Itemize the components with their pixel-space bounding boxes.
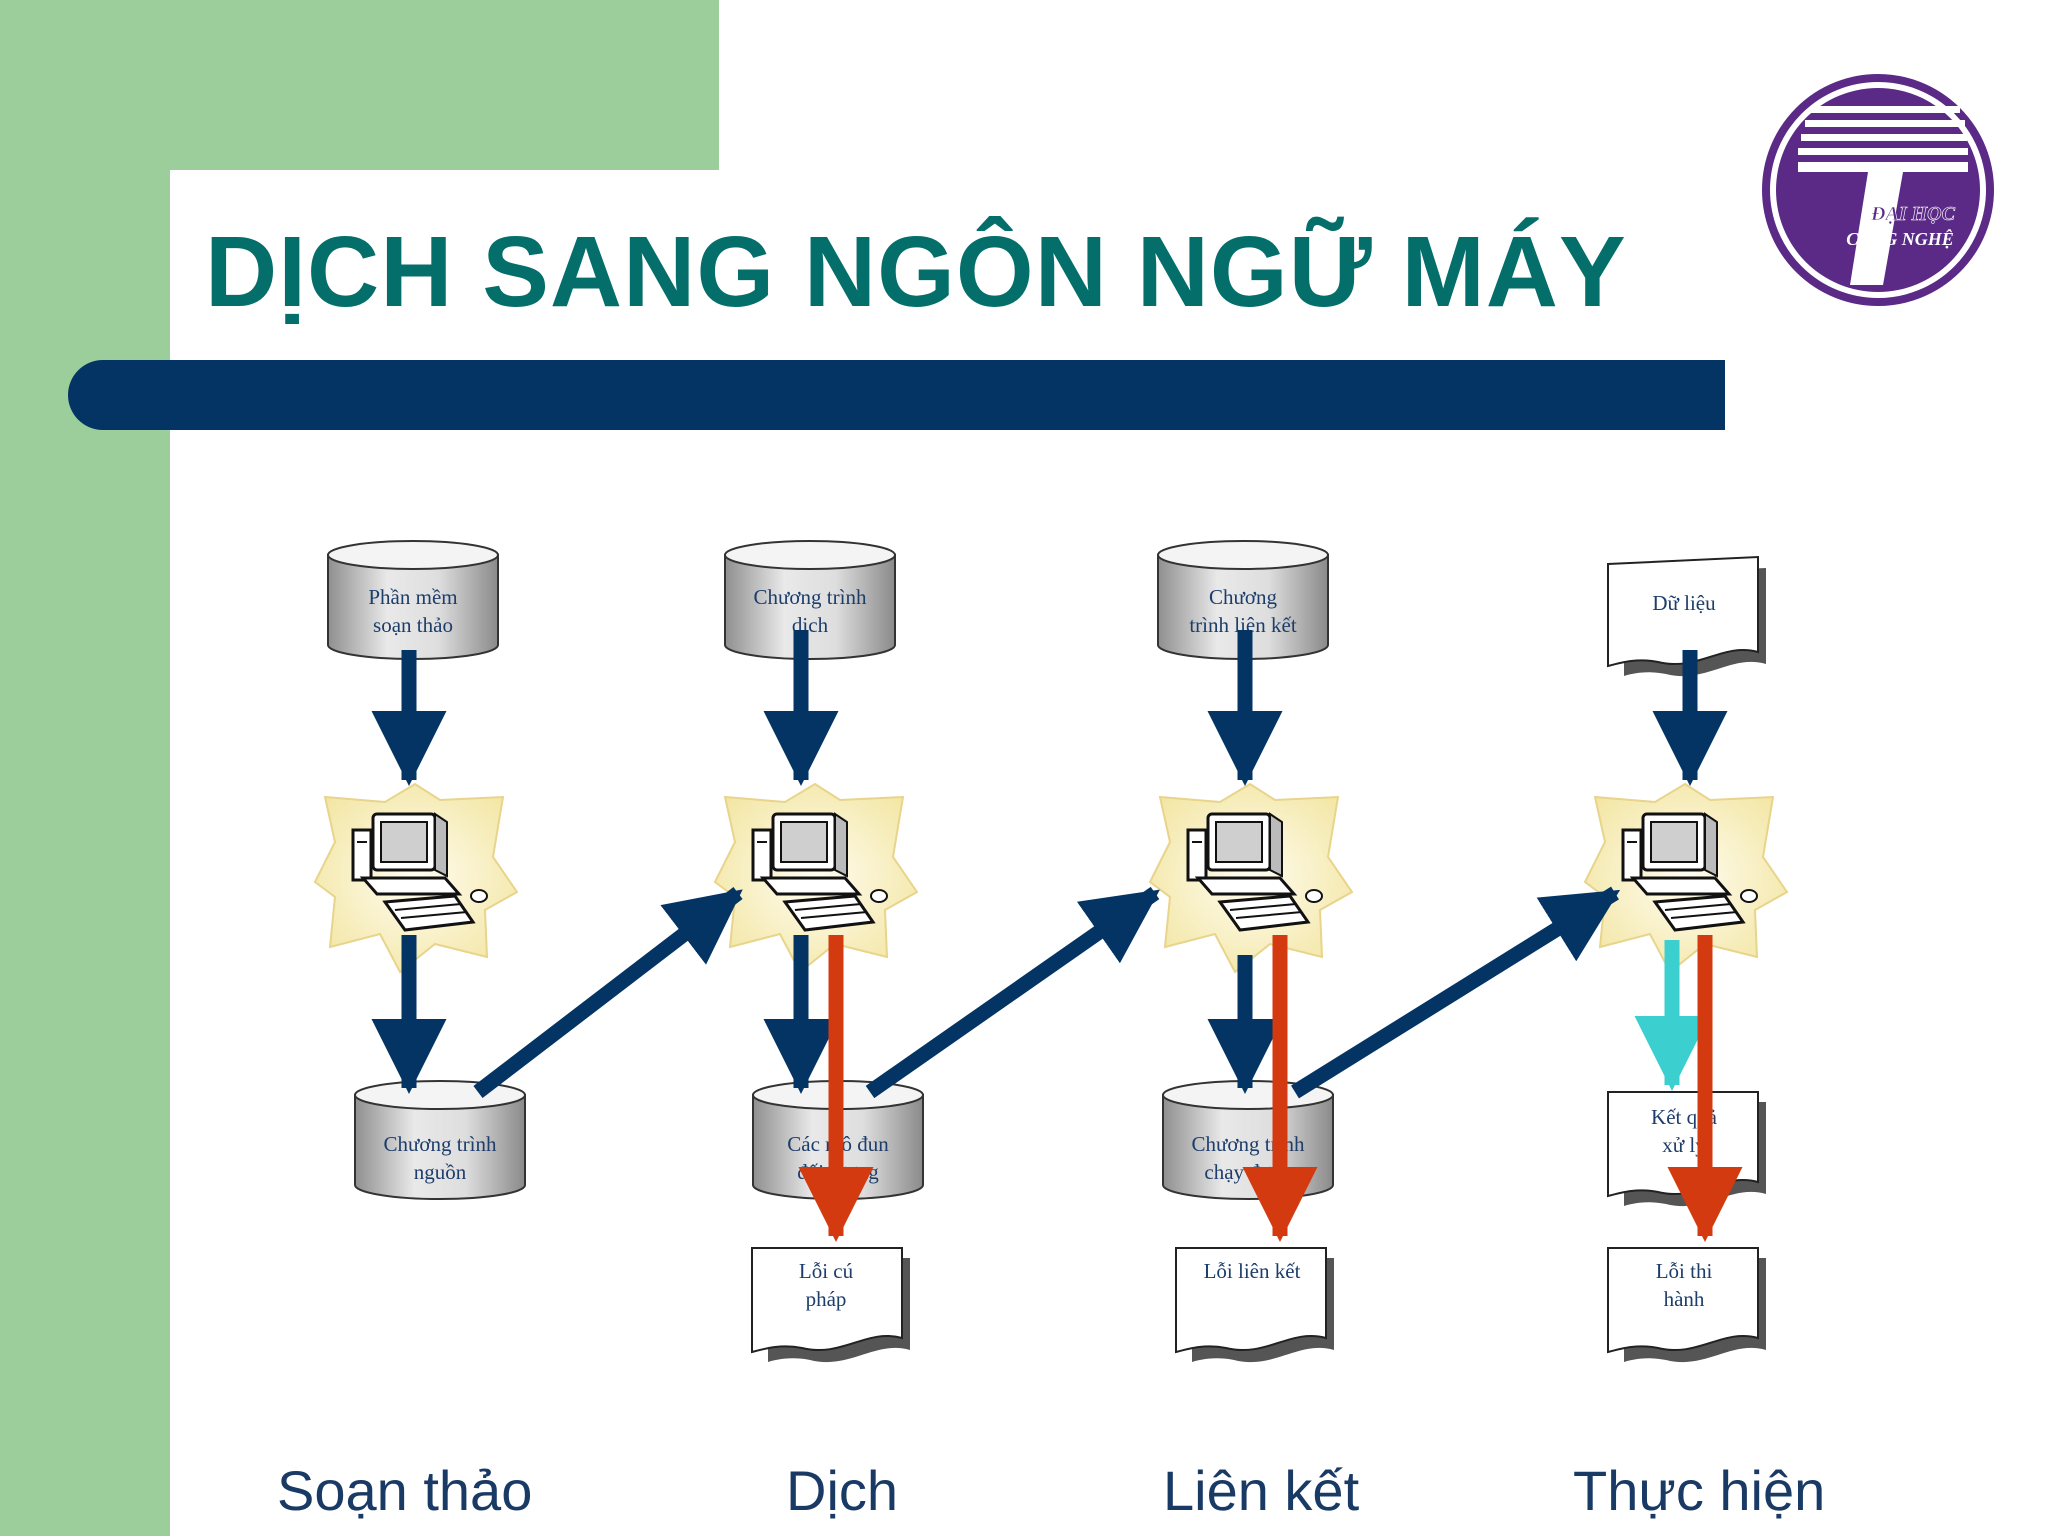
node-syntax-errors-line1: Lỗi cú: [799, 1259, 854, 1283]
node-syntax-errors: Lỗi cú pháp: [751, 1247, 911, 1364]
green-background-side: [0, 0, 170, 1536]
computer-icon: [1583, 782, 1789, 974]
node-compiler: Chương trình dịch: [724, 540, 896, 660]
flow-arrows: [371, 630, 1728, 1099]
stage-label-linking: Liên kết: [1163, 1459, 1360, 1522]
node-editor-software-line1: Phần mềm: [368, 585, 457, 609]
error-arrows: [798, 935, 1743, 1243]
title-bar: [68, 360, 1725, 430]
node-source-program-line2: nguồn: [414, 1160, 467, 1184]
arrow-source-to-compiler: [473, 887, 743, 1098]
node-runtime-errors-line1: Lỗi thi: [1656, 1259, 1713, 1283]
node-link-errors-line1: Lỗi liên kết: [1204, 1259, 1301, 1283]
node-executable: Chương trình chạy được: [1162, 1080, 1334, 1200]
node-source-program-line1: Chương trình: [384, 1132, 497, 1156]
stage-label-compiling: Dịch: [786, 1459, 899, 1522]
page-title: DỊCH SANG NGÔN NGỮ MÁY: [205, 216, 1627, 328]
node-compiler-line1: Chương trình: [754, 585, 867, 609]
node-editor-software-line2: soạn thảo: [373, 613, 453, 637]
node-input-data: Dữ liệu: [1607, 556, 1767, 678]
stage-label-executing: Thực hiện: [1573, 1459, 1826, 1522]
node-link-errors: Lỗi liên kết: [1175, 1247, 1335, 1364]
node-runtime-errors: Lỗi thi hành: [1607, 1247, 1767, 1364]
node-results: Kết quả xử lý: [1607, 1091, 1767, 1208]
arrow-objects-to-linker: [865, 886, 1160, 1099]
node-input-data-line1: Dữ liệu: [1652, 591, 1716, 615]
logo-line1: ĐẠI HỌC: [1870, 203, 1956, 225]
computer-icon: [713, 782, 919, 974]
node-linker-line1: Chương: [1209, 585, 1277, 609]
university-logo: ĐẠI HỌC CÔNG NGHỆ: [1762, 74, 1994, 306]
logo-line2: CÔNG NGHỆ: [1846, 228, 1954, 249]
arrow-executable-to-runner: [1291, 886, 1621, 1099]
node-executable-line1: Chương trình: [1192, 1132, 1305, 1156]
node-syntax-errors-line2: pháp: [806, 1287, 847, 1311]
node-runtime-errors-line2: hành: [1664, 1287, 1705, 1311]
stage-label-editing: Soạn thảo: [277, 1459, 533, 1522]
computer-icon: [1148, 782, 1354, 974]
node-source-program: Chương trình nguồn: [354, 1080, 526, 1200]
node-editor-software: Phần mềm soạn thảo: [327, 540, 499, 660]
